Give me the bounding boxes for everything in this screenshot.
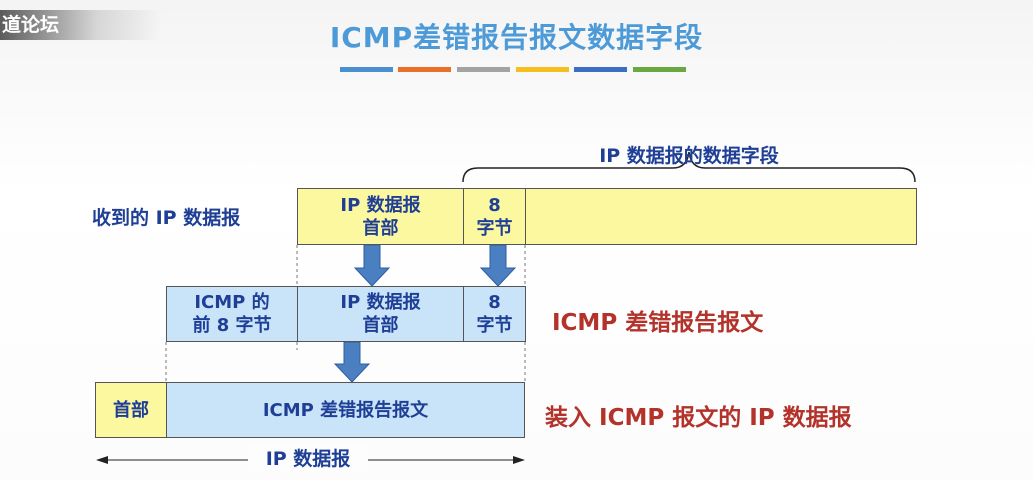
row1-ip-header-box: IP 数据报首部 [297,188,464,245]
watermark-text: 道论坛 [0,10,162,40]
row3-body-label: ICMP 差错报告报文 [262,399,429,421]
row2-ip-header-line1: IP 数据报 [340,292,421,313]
down-arrow-icon [479,244,517,287]
row2-ip-header-line2: 首部 [362,315,399,336]
row2-icmp-line1: ICMP 的 [194,292,270,313]
encapsulated-datagram-label: 装入 ICMP 报文的 IP 数据报 [545,405,852,431]
dimension-arrowhead-right [513,456,525,464]
row1-ip-header-line1: IP 数据报 [340,194,421,216]
row2-ip-header-box: IP 数据报首部 [297,286,464,342]
color-bar [574,67,627,72]
row2-eight-line1: 8 [488,292,501,313]
down-arrow-icon [333,341,371,383]
row1-eight-line2: 字节 [476,217,513,239]
color-bar [516,67,569,72]
dimension-arrowhead-left [96,456,108,464]
color-bar [633,67,686,72]
row2-eight-line2: 字节 [476,315,513,336]
color-bar [340,67,393,72]
ip-datagram-dimension-label: IP 数据报 [248,444,368,471]
row1-ip-header-line2: 首部 [362,217,399,239]
data-field-brace [462,151,916,183]
row3-header-label: 首部 [113,399,149,421]
data-field-label: IP 数据报的数据字段 [599,145,779,167]
row1-remaining-data-box [525,188,917,245]
row1-eight-line1: 8 [488,194,501,216]
icmp-error-message-label: ICMP 差错报告报文 [552,310,764,336]
row2-icmp-first-8-bytes-box: ICMP 的前 8 字节 [166,286,298,342]
received-datagram-label: 收到的 IP 数据报 [92,207,241,229]
slide-title: ICMP差错报告报文数据字段 [329,21,704,54]
down-arrow-icon [353,244,391,287]
row3-header-box: 首部 [95,382,167,438]
row2-icmp-line2: 前 8 字节 [192,315,272,336]
color-bar [457,67,510,72]
color-bar [398,67,451,72]
row3-icmp-body-box: ICMP 差错报告报文 [166,382,525,438]
